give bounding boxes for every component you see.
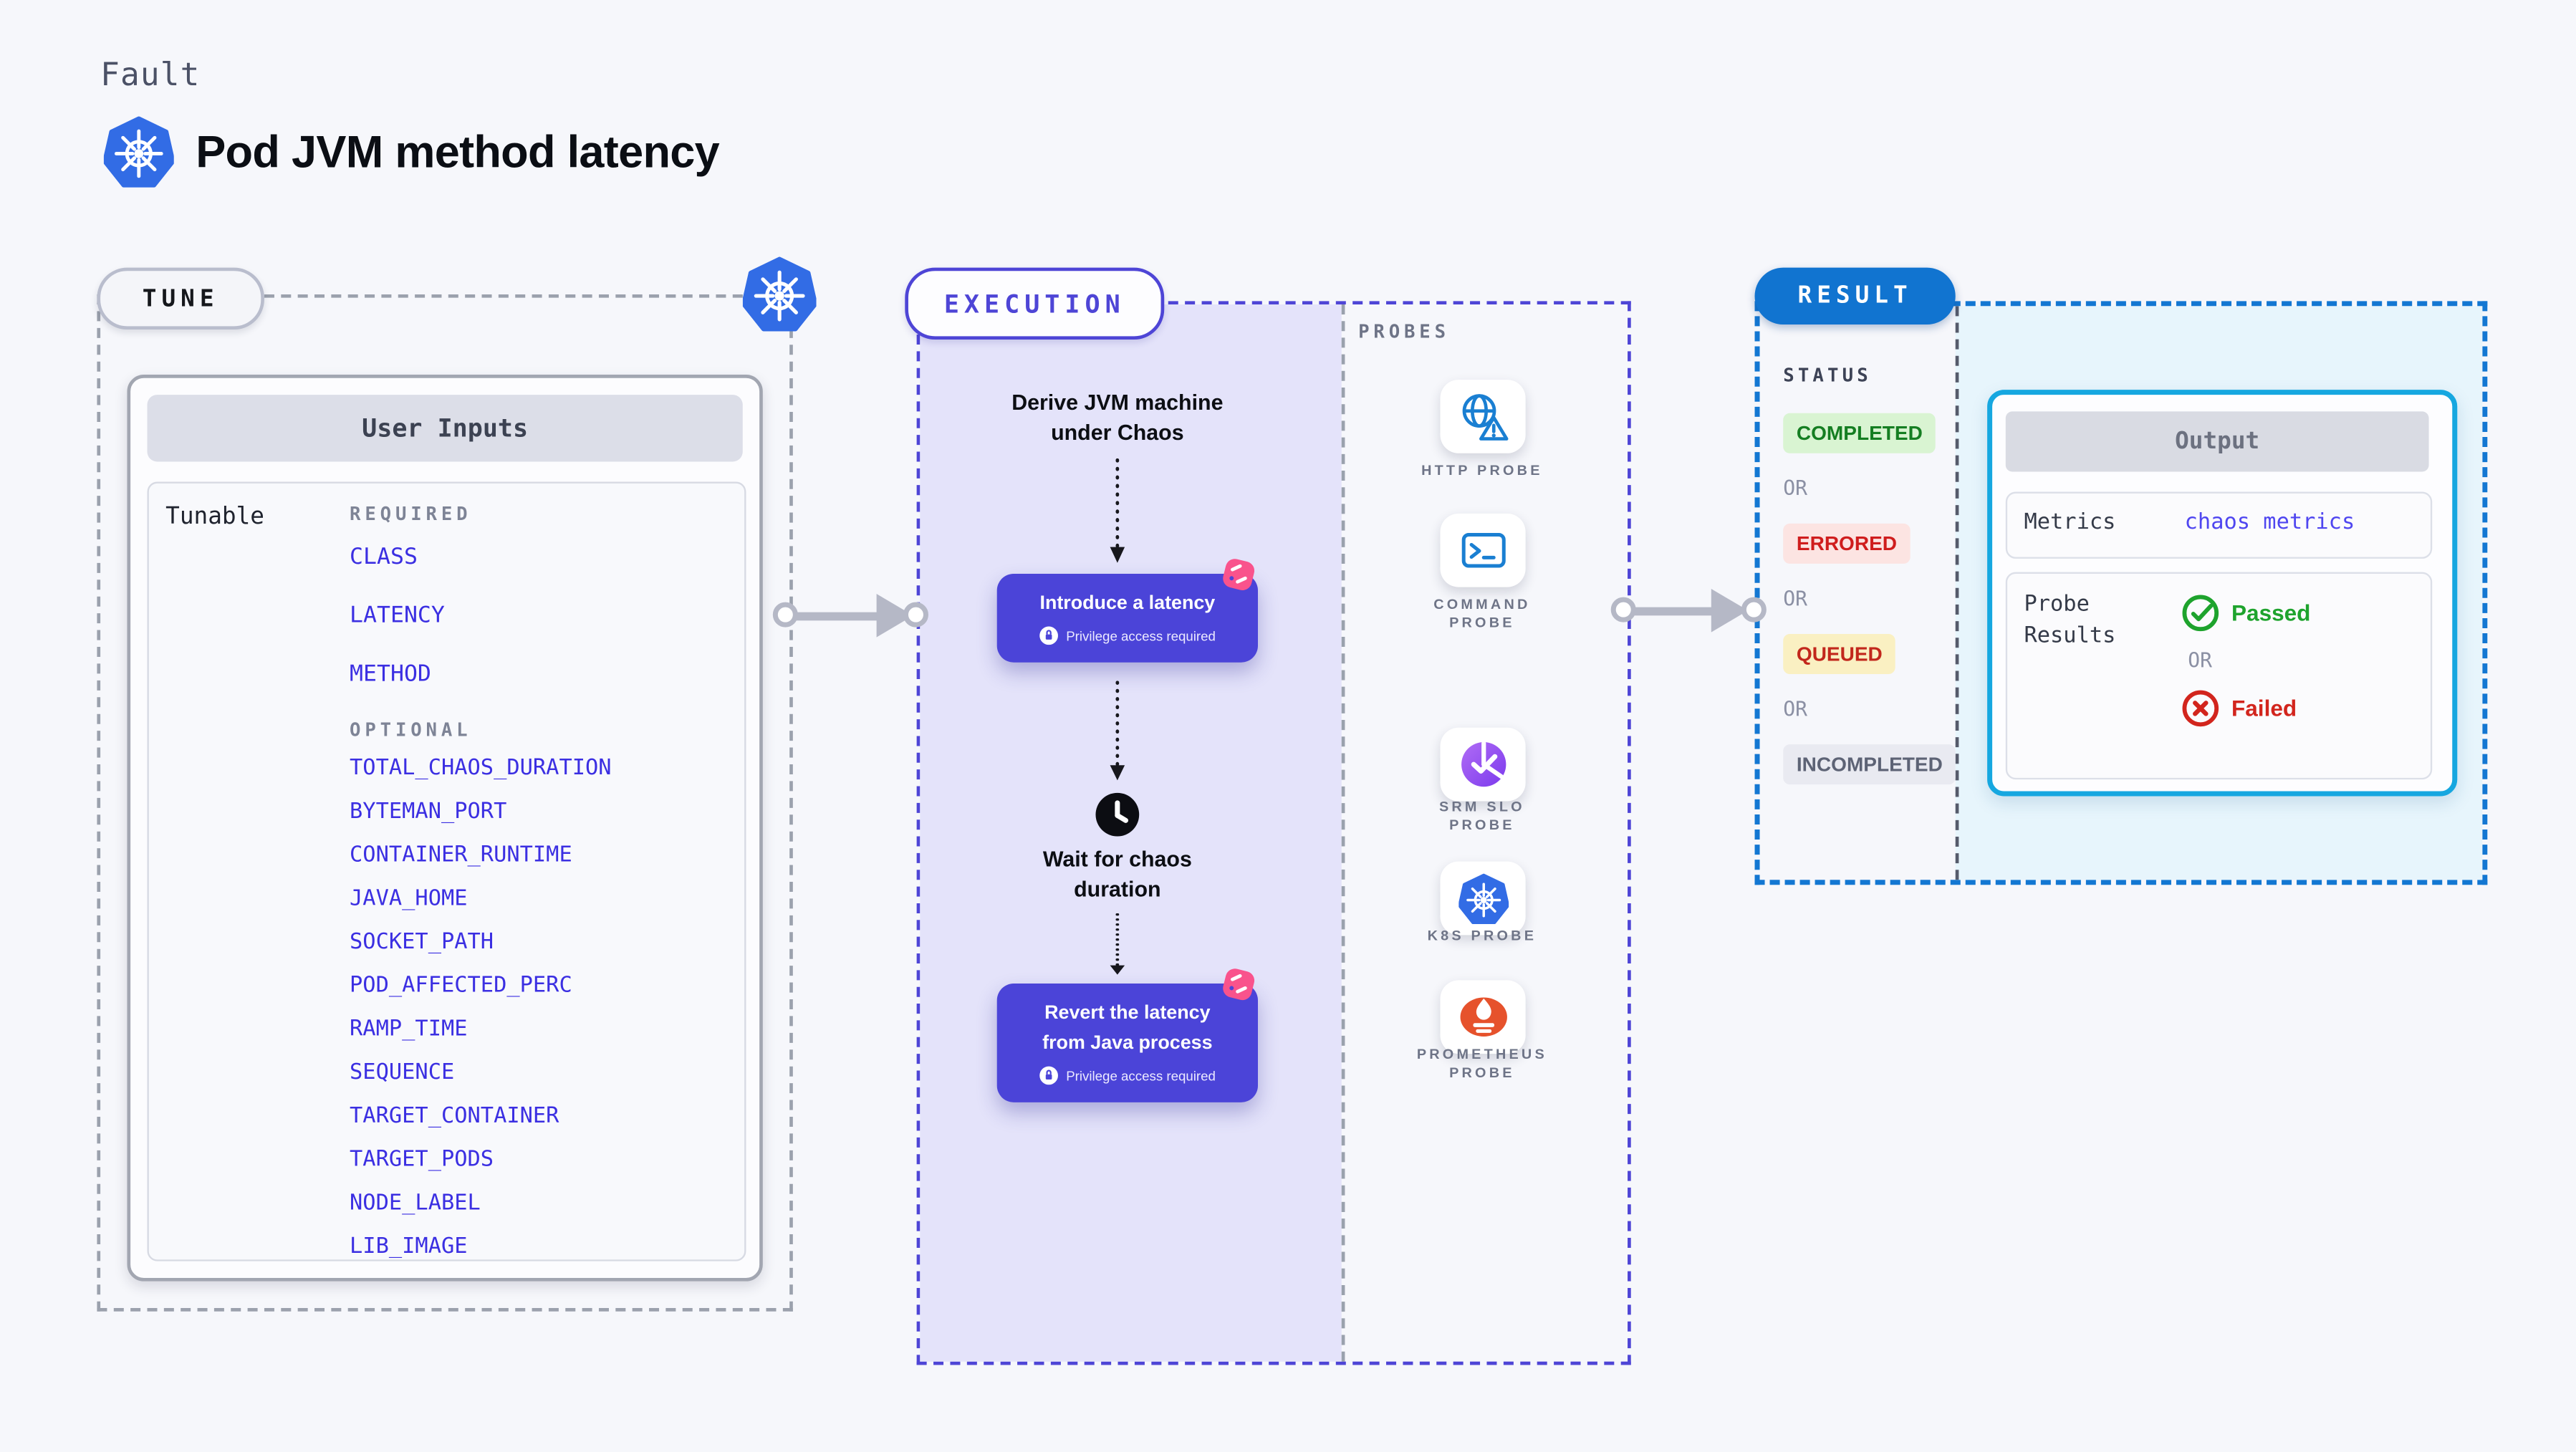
- tunable-item: TARGET_CONTAINER: [350, 1104, 559, 1130]
- slo-pie-check-icon: [1456, 738, 1510, 792]
- metrics-label: Metrics: [2024, 510, 2116, 536]
- command-probe-card[interactable]: [1440, 513, 1526, 587]
- tunable-item: CONTAINER_RUNTIME: [350, 842, 572, 868]
- probe-label: PROMETHEUS PROBE: [1416, 1045, 1547, 1081]
- tunable-item: TARGET_PODS: [350, 1147, 494, 1173]
- lock-icon: [1039, 1065, 1059, 1085]
- kubernetes-icon: [743, 256, 817, 332]
- tunable-item: JAVA_HOME: [350, 886, 468, 912]
- or-label: OR: [1783, 697, 1807, 721]
- required-section-label: REQUIRED: [350, 503, 472, 526]
- srm-slo-probe-card[interactable]: [1440, 727, 1526, 802]
- privilege-access-label: Privilege access required: [1066, 628, 1216, 643]
- user-inputs-body: Tunable REQUIRED CLASS LATENCY METHOD OPTI…: [147, 481, 746, 1261]
- status-badge-incompleted: INCOMPLETED: [1783, 744, 1956, 785]
- execution-section-box: [916, 301, 1631, 1365]
- action-button-label: Revert the latency from Java process: [1042, 1004, 1213, 1054]
- tunable-item: RAMP_TIME: [350, 1016, 468, 1042]
- tunable-item: METHOD: [350, 660, 431, 688]
- globe-warning-icon: [1456, 390, 1510, 443]
- required-items: CLASS LATENCY METHOD: [350, 544, 728, 688]
- passed-label: Passed: [2231, 600, 2311, 626]
- or-label: OR: [1783, 476, 1807, 501]
- metrics-row: Metrics chaos metrics: [2005, 491, 2433, 559]
- probe-results-label: Probe Results: [2024, 592, 2116, 648]
- output-header: Output: [2005, 411, 2429, 472]
- metrics-value: chaos metrics: [2184, 510, 2355, 536]
- tune-section-box: [97, 294, 793, 1312]
- tunable-item: CLASS: [350, 543, 418, 571]
- probes-section-label: PROBES: [1358, 321, 1450, 343]
- user-inputs-header: User Inputs: [147, 395, 743, 462]
- tunable-item: TOTAL_CHAOS_DURATION: [350, 756, 612, 782]
- derive-jvm-step-label: Derive JVM machine under Chaos: [1011, 390, 1224, 446]
- flow-arrow-down-icon: [1109, 913, 1125, 975]
- flow-arrow-down-icon: [1109, 458, 1125, 564]
- connector-line: [786, 611, 880, 620]
- probe-label: K8S PROBE: [1427, 926, 1537, 943]
- action-button-label: Introduce a latency: [1039, 593, 1216, 614]
- privilege-access-label: Privilege access required: [1066, 1067, 1216, 1083]
- tunable-row-label: Tunable: [165, 503, 264, 531]
- failed-label: Failed: [2231, 696, 2297, 721]
- tunable-item: NODE_LABEL: [350, 1191, 481, 1216]
- probe-label: COMMAND PROBE: [1433, 595, 1531, 631]
- tunable-item: BYTEMAN_PORT: [350, 799, 507, 825]
- http-probe-card[interactable]: [1440, 380, 1526, 453]
- wait-chaos-step-label: Wait for chaos duration: [1042, 846, 1192, 902]
- or-label: OR: [1783, 587, 1807, 611]
- introduce-latency-button[interactable]: Introduce a latency Privilege access req…: [996, 573, 1258, 663]
- output-card: Output Metrics chaos metrics Probe Resul…: [1987, 390, 2458, 797]
- k8s-probe-card[interactable]: [1440, 861, 1526, 936]
- tunable-item: LATENCY: [350, 602, 445, 629]
- result-section-pill: RESULT: [1754, 267, 1956, 325]
- status-badge-errored: ERRORED: [1783, 523, 1911, 564]
- optional-section-label: OPTIONAL: [350, 719, 472, 741]
- tunable-item: SOCKET_PATH: [350, 930, 494, 956]
- flow-arrow-down-icon: [1109, 681, 1125, 781]
- tunable-item: SEQUENCE: [350, 1060, 455, 1086]
- kubernetes-icon: [1458, 872, 1508, 924]
- or-label: OR: [2188, 649, 2213, 673]
- probe-label: SRM SLO PROBE: [1438, 797, 1525, 833]
- prometheus-probe-card[interactable]: [1440, 980, 1526, 1054]
- connector-node: [1610, 597, 1636, 622]
- probe-results-row: Probe Results Passed OR Failed: [2005, 572, 2433, 780]
- status-badge-completed: COMPLETED: [1783, 413, 1936, 453]
- revert-latency-button[interactable]: Revert the latency from Java process Pri…: [996, 984, 1258, 1102]
- terminal-icon: [1456, 524, 1510, 577]
- status-column: STATUS COMPLETED OR ERRORED OR QUEUED OR…: [1783, 365, 1971, 808]
- clock-icon: [1094, 792, 1140, 838]
- connector-line: [1624, 606, 1715, 615]
- execution-section-pill: EXECUTION: [905, 267, 1165, 340]
- probes-area: [1341, 304, 1628, 1362]
- tune-section-pill: TUNE: [97, 267, 264, 330]
- connector-node: [1741, 597, 1767, 622]
- failed-x-icon: [2181, 689, 2220, 728]
- status-badge-queued: QUEUED: [1783, 634, 1896, 675]
- page-title: Pod JVM method latency: [196, 127, 720, 178]
- optional-items: TOTAL_CHAOS_DURATION BYTEMAN_PORT CONTAINE…: [350, 756, 728, 1259]
- prometheus-flame-icon: [1454, 990, 1511, 1044]
- status-label: STATUS: [1783, 365, 1872, 387]
- lock-icon: [1039, 625, 1059, 645]
- probe-label: HTTP PROBE: [1421, 461, 1543, 479]
- tunable-item: LIB_IMAGE: [350, 1234, 468, 1260]
- user-inputs-card: User Inputs Tunable REQUIRED CLASS LATENC…: [127, 375, 763, 1282]
- connector-node: [903, 602, 928, 628]
- fault-eyebrow-label: Fault: [100, 57, 201, 94]
- execution-flow-area: [920, 304, 1342, 1362]
- tunable-item: POD_AFFECTED_PERC: [350, 973, 572, 999]
- connector-node: [772, 602, 798, 628]
- kubernetes-icon: [104, 114, 174, 191]
- passed-check-icon: [2181, 594, 2220, 633]
